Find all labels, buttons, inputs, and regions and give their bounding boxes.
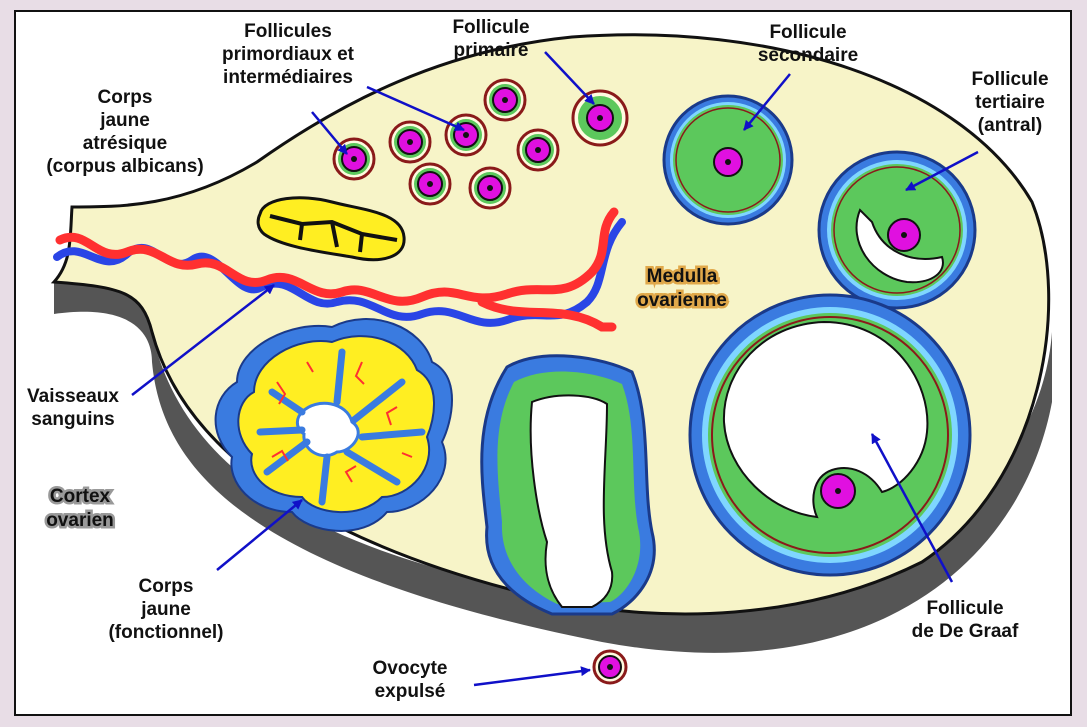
svg-text:secondaire: secondaire xyxy=(758,45,858,66)
ruptured-follicle xyxy=(480,354,656,616)
label-oocyte: Ovocyte expulsé xyxy=(373,658,448,702)
svg-text:Corps: Corps xyxy=(98,87,153,108)
svg-text:primordiaux et: primordiaux et xyxy=(222,44,355,65)
svg-text:jaune: jaune xyxy=(140,599,191,620)
primary-follicle xyxy=(571,89,629,147)
secondary-follicle xyxy=(662,94,794,226)
svg-text:Follicule: Follicule xyxy=(926,598,1003,619)
svg-text:Corps: Corps xyxy=(139,576,194,597)
label-primary: Follicule primaire xyxy=(452,17,529,61)
svg-text:Cortex: Cortex xyxy=(50,486,111,507)
primordial-follicle-7 xyxy=(468,166,512,210)
ovary-diagram: Medulla ovarienne Cortex ovarien Follicu… xyxy=(27,17,1052,702)
primordial-follicle-3 xyxy=(444,113,488,157)
svg-text:(corpus albicans): (corpus albicans) xyxy=(46,156,203,177)
cortex-label: Cortex ovarien xyxy=(44,484,117,534)
svg-text:de De Graaf: de De Graaf xyxy=(912,621,1019,642)
primordial-follicle-6 xyxy=(408,162,452,206)
svg-text:atrésique: atrésique xyxy=(83,133,167,154)
svg-text:Follicule: Follicule xyxy=(452,17,529,38)
svg-text:sanguins: sanguins xyxy=(31,409,114,430)
svg-text:tertiaire: tertiaire xyxy=(975,92,1045,113)
expelled-oocyte xyxy=(592,649,628,685)
medulla-label: Medulla ovarienne xyxy=(635,264,730,314)
vessel-red xyxy=(55,207,619,332)
svg-text:Follicule: Follicule xyxy=(971,69,1048,90)
svg-text:intermédiaires: intermédiaires xyxy=(223,67,353,88)
label-tertiary: Follicule tertiaire (antral) xyxy=(971,69,1048,136)
corpus-albicans xyxy=(256,196,406,262)
svg-text:ovarienne: ovarienne xyxy=(637,290,727,311)
primordial-follicle-5 xyxy=(516,128,560,172)
label-secondary: Follicule secondaire xyxy=(758,22,858,66)
corpus-luteum xyxy=(214,318,453,532)
svg-text:Medulla: Medulla xyxy=(647,266,718,287)
label-graaf: Follicule de De Graaf xyxy=(912,598,1019,642)
tertiary-follicle xyxy=(817,150,977,310)
svg-text:Follicules: Follicules xyxy=(244,21,332,42)
svg-text:Ovocyte: Ovocyte xyxy=(373,658,448,679)
pointer-arrows xyxy=(131,51,979,687)
svg-text:jaune: jaune xyxy=(99,110,150,131)
svg-text:expulsé: expulsé xyxy=(375,681,446,702)
svg-text:(fonctionnel): (fonctionnel) xyxy=(108,622,223,643)
graafian-follicle xyxy=(688,293,972,577)
svg-text:ovarien: ovarien xyxy=(46,510,114,531)
svg-text:Follicule: Follicule xyxy=(769,22,846,43)
svg-text:Vaisseaux: Vaisseaux xyxy=(27,386,119,407)
primordial-follicle-2 xyxy=(388,120,432,164)
label-vessels: Vaisseaux sanguins xyxy=(27,386,119,430)
diagram-frame: Medulla ovarienne Cortex ovarien Follicu… xyxy=(14,10,1072,716)
label-primordial: Follicules primordiaux et intermédiaires xyxy=(222,21,355,88)
label-luteum: Corps jaune (fonctionnel) xyxy=(108,576,223,643)
svg-text:primaire: primaire xyxy=(454,40,529,61)
svg-text:(antral): (antral) xyxy=(978,115,1042,136)
label-albicans: Corps jaune atrésique (corpus albicans) xyxy=(46,87,203,177)
primordial-follicle-4 xyxy=(483,78,527,122)
